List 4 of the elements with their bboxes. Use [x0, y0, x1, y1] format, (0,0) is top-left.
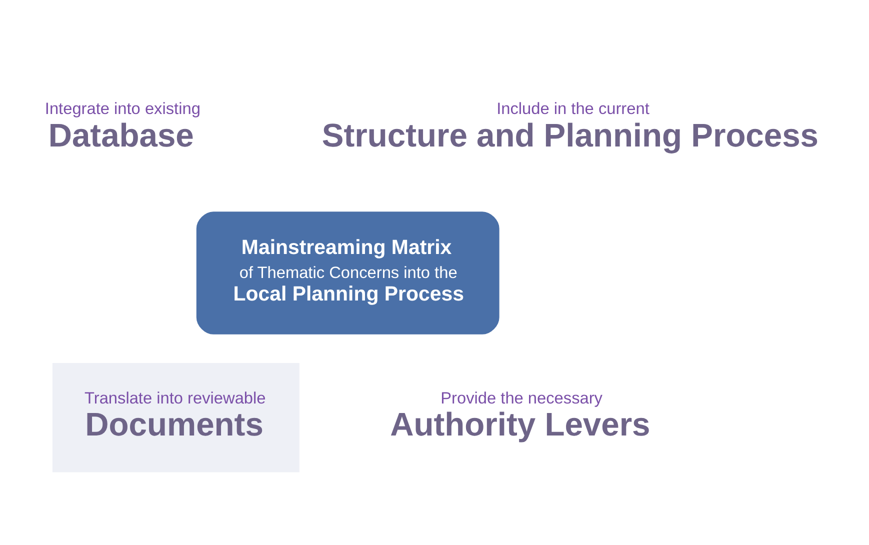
node-box: Mainstreaming Matrix of Thematic Concerns into the Local Planning Process [196, 211, 500, 334]
node-text: Provide the necessary Authority Levers [390, 388, 650, 442]
node-text: Include in the current Structure and Planning Process [322, 100, 819, 153]
node-text: Integrate into existing Database [44, 100, 200, 153]
